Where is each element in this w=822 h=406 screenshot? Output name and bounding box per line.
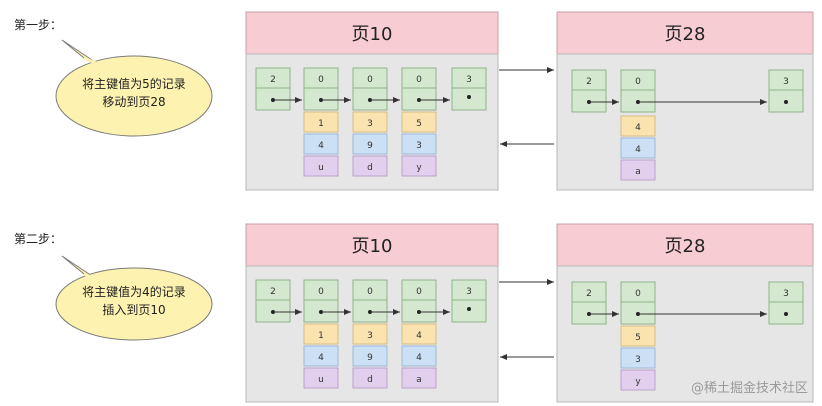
record-header-value: 0	[416, 75, 422, 85]
record-col2: 3	[416, 141, 422, 151]
record-col2: 4	[416, 353, 422, 363]
record-header-value: 2	[270, 75, 276, 85]
record-key: 5	[416, 119, 422, 129]
bubble-body	[55, 55, 213, 137]
record-col2: 9	[367, 141, 373, 151]
step-1-page-28: 页28 2 0 4 4 a 3	[556, 11, 814, 191]
record: 2	[255, 67, 291, 111]
step-2: 第二步： 将主键值为4的记录 插入到页10 页10 2 0	[14, 223, 814, 403]
record-header-value: 2	[270, 287, 276, 297]
record-col2: 3	[635, 355, 641, 365]
record-col3: a	[635, 167, 641, 177]
record: 2	[571, 69, 607, 113]
record-col3: d	[367, 375, 373, 385]
page-title: 页28	[665, 236, 706, 257]
record-key: 4	[635, 123, 641, 133]
record-col3: u	[318, 163, 324, 173]
record: 0 3 9 d	[352, 279, 388, 389]
record-header-value: 3	[466, 287, 472, 297]
record-header-value: 3	[466, 75, 472, 85]
step-1: 第一步： 将主键值为5的记录 移动到页28 页10 2 0	[14, 11, 814, 191]
record-header-value: 0	[318, 287, 324, 297]
record-header-value: 3	[783, 77, 789, 87]
record: 0 5 3 y	[401, 67, 437, 177]
record-header-value: 0	[367, 75, 373, 85]
record: 3	[451, 279, 487, 323]
record-header-value: 0	[416, 287, 422, 297]
step-2-page-10: 页10 2 0 1 4 u 0	[245, 223, 499, 403]
record: 0 1 4 u	[303, 67, 339, 177]
record-col3: y	[416, 163, 422, 173]
step-1-note-bubble: 将主键值为5的记录 移动到页28	[55, 39, 213, 137]
bubble-body	[55, 267, 213, 341]
record-key: 4	[416, 331, 422, 341]
page-title: 页10	[352, 236, 393, 257]
record-header-value: 0	[318, 75, 324, 85]
record-col2: 4	[318, 353, 324, 363]
record: 0 5 3 y	[620, 281, 656, 391]
record: 0 1 4 u	[303, 279, 339, 389]
page-title: 页28	[665, 24, 706, 45]
record: 0 4 4 a	[401, 279, 437, 389]
record-col2: 9	[367, 353, 373, 363]
record-col3: a	[416, 375, 422, 385]
step-2-note-line-1: 将主键值为4的记录	[82, 284, 186, 299]
page-header	[245, 223, 499, 267]
record-key: 5	[635, 333, 641, 343]
record: 0 3 9 d	[352, 67, 388, 177]
record-header-value: 0	[635, 289, 641, 299]
record-col2: 4	[318, 141, 324, 151]
record-col3: y	[635, 377, 641, 387]
record-key: 3	[367, 119, 373, 129]
step-2-page-28: 页28 2 0 5 3 y 3	[556, 223, 814, 403]
page-header	[245, 11, 499, 55]
record-col2: 4	[635, 145, 641, 155]
record-header-value: 2	[586, 289, 592, 299]
record: 3	[451, 67, 487, 111]
record-header-value: 2	[586, 77, 592, 87]
record-col3: u	[318, 375, 324, 385]
record: 2	[571, 281, 607, 325]
record: 0 4 4 a	[620, 69, 656, 181]
page-header	[556, 223, 814, 267]
step-2-label: 第二步：	[14, 232, 62, 246]
record-key: 1	[318, 119, 324, 129]
record: 3	[768, 281, 804, 325]
page-title: 页10	[352, 24, 393, 45]
step-1-label: 第一步：	[14, 18, 62, 32]
record-header-value: 3	[783, 289, 789, 299]
step-2-note-bubble: 将主键值为4的记录 插入到页10	[55, 255, 213, 341]
record-header-value: 0	[635, 77, 641, 87]
record-col3: d	[367, 163, 373, 173]
record-key: 1	[318, 331, 324, 341]
step-1-note-line-1: 将主键值为5的记录	[82, 76, 186, 91]
watermark: @稀土掘金技术社区	[691, 380, 808, 396]
record: 2	[255, 279, 291, 323]
record-key: 3	[367, 331, 373, 341]
step-1-page-10: 页10 2 0 1 4 u	[245, 11, 499, 191]
record-header-value: 0	[367, 287, 373, 297]
step-1-note-line-2: 移动到页28	[102, 95, 165, 109]
step-2-note-line-2: 插入到页10	[102, 303, 165, 317]
record: 3	[768, 69, 804, 113]
